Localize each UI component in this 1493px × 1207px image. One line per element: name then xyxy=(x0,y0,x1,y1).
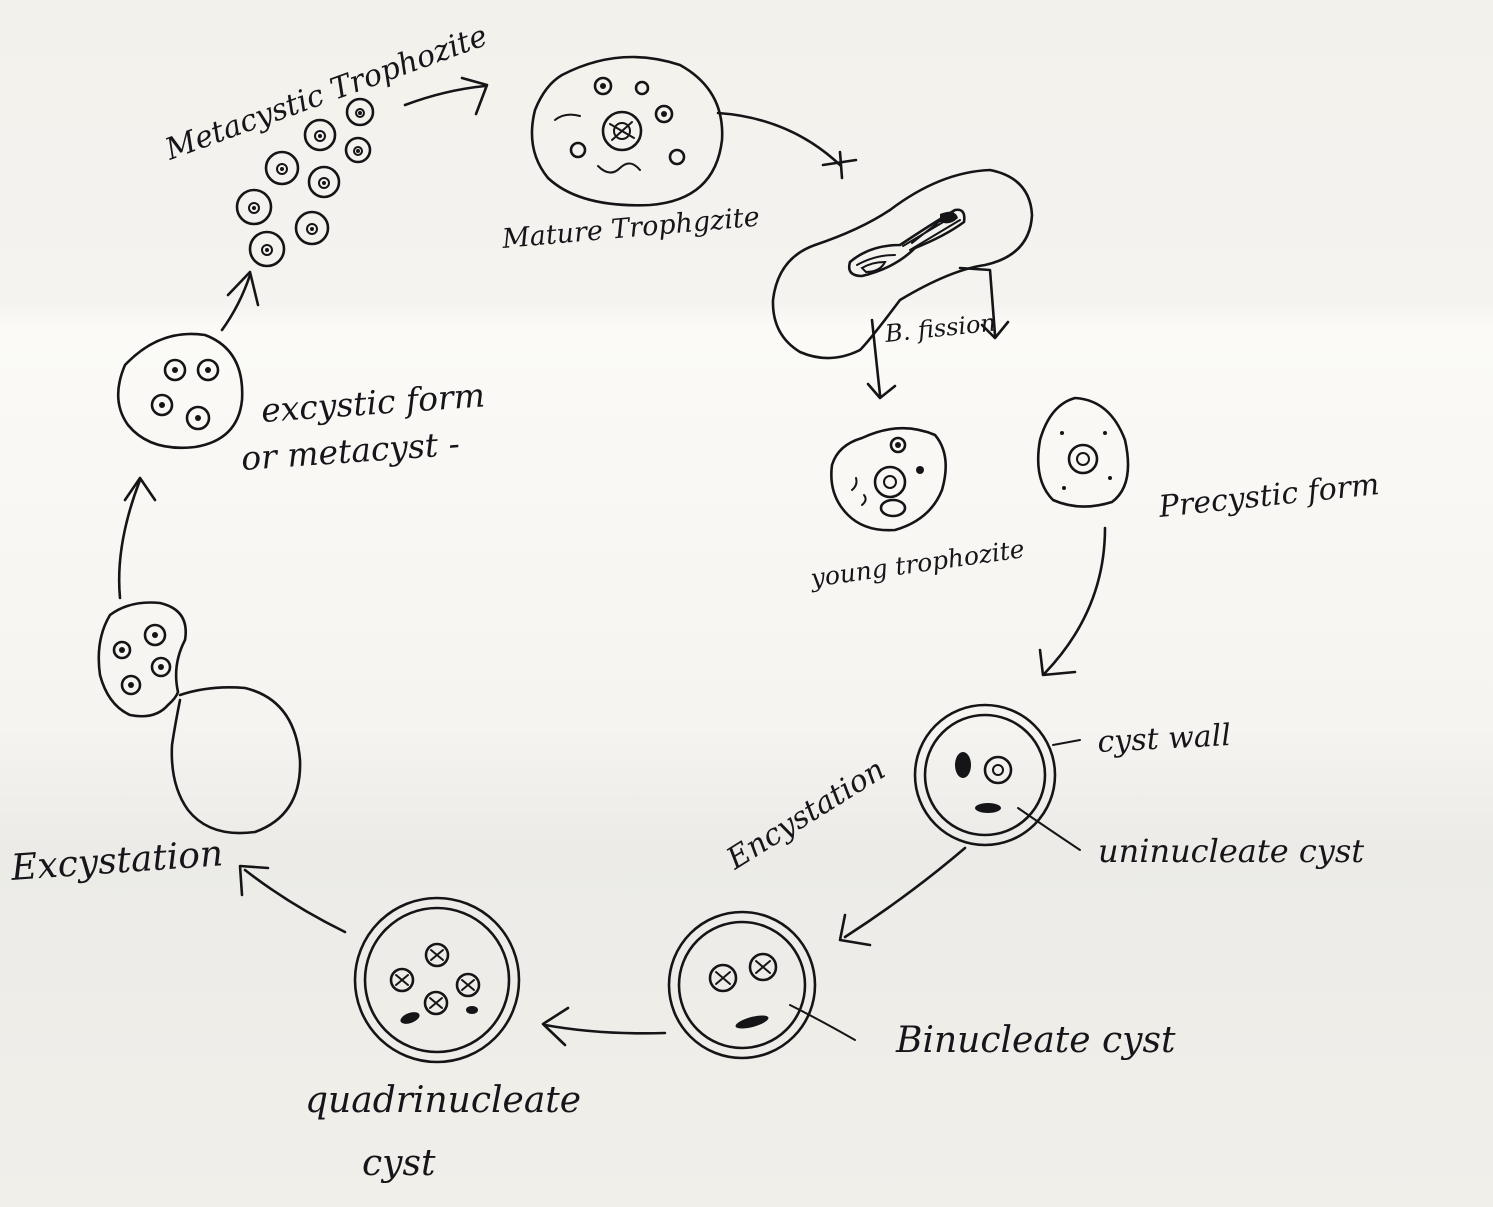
label-young-trophozoite: young trophozite xyxy=(808,534,1026,593)
label-quadrinucleate-line1: quadrinucleate xyxy=(305,1080,581,1121)
mature-trophozoite xyxy=(532,57,722,205)
label-cyst-wall: cyst wall xyxy=(1097,718,1232,760)
label-binucleate-cyst: Binucleate cyst xyxy=(895,1020,1176,1061)
label-quadrinucleate-line2: cyst xyxy=(362,1143,436,1184)
uninucleate-cyst xyxy=(915,705,1055,845)
label-uninucleate-cyst: uninucleate cyst xyxy=(1098,832,1364,870)
uninucleate-pointer xyxy=(1018,808,1080,850)
arrow-precystic-to-uninucleate xyxy=(1040,528,1105,675)
arrow-binucleate-to-quadrinucleate xyxy=(543,1008,665,1045)
label-excystic-form-line1: excystic form xyxy=(260,375,486,430)
label-mature-trophozoite: Mature Trophgzite xyxy=(500,202,761,255)
arrow-metacystic-to-mature xyxy=(405,78,487,114)
arrow-mature-to-fission xyxy=(718,113,856,178)
label-binary-fission: B. fission xyxy=(883,309,997,349)
binucleate-cyst xyxy=(669,912,815,1058)
cyst-wall-pointer xyxy=(1053,740,1080,745)
metacyst xyxy=(118,334,242,448)
arrow-quadrinucleate-to-excystation xyxy=(240,866,345,932)
arrow-excystation-to-metacyst xyxy=(119,478,155,598)
excysting-cell xyxy=(99,603,300,834)
label-excystic-form-line2: or metacyst - xyxy=(240,424,461,478)
binucleate-pointer xyxy=(790,1005,855,1040)
label-excystation: Excystation xyxy=(9,833,225,889)
precystic-form xyxy=(1038,398,1128,507)
quadrinucleate-cyst xyxy=(355,898,519,1062)
arrow-metacyst-to-trophozoites xyxy=(222,272,258,330)
young-trophozoite xyxy=(831,428,945,530)
label-precystic-form: Precystic form xyxy=(1156,467,1381,525)
label-encystation: Encystation xyxy=(720,752,891,877)
arrow-uninucleate-to-binucleate xyxy=(840,848,965,945)
